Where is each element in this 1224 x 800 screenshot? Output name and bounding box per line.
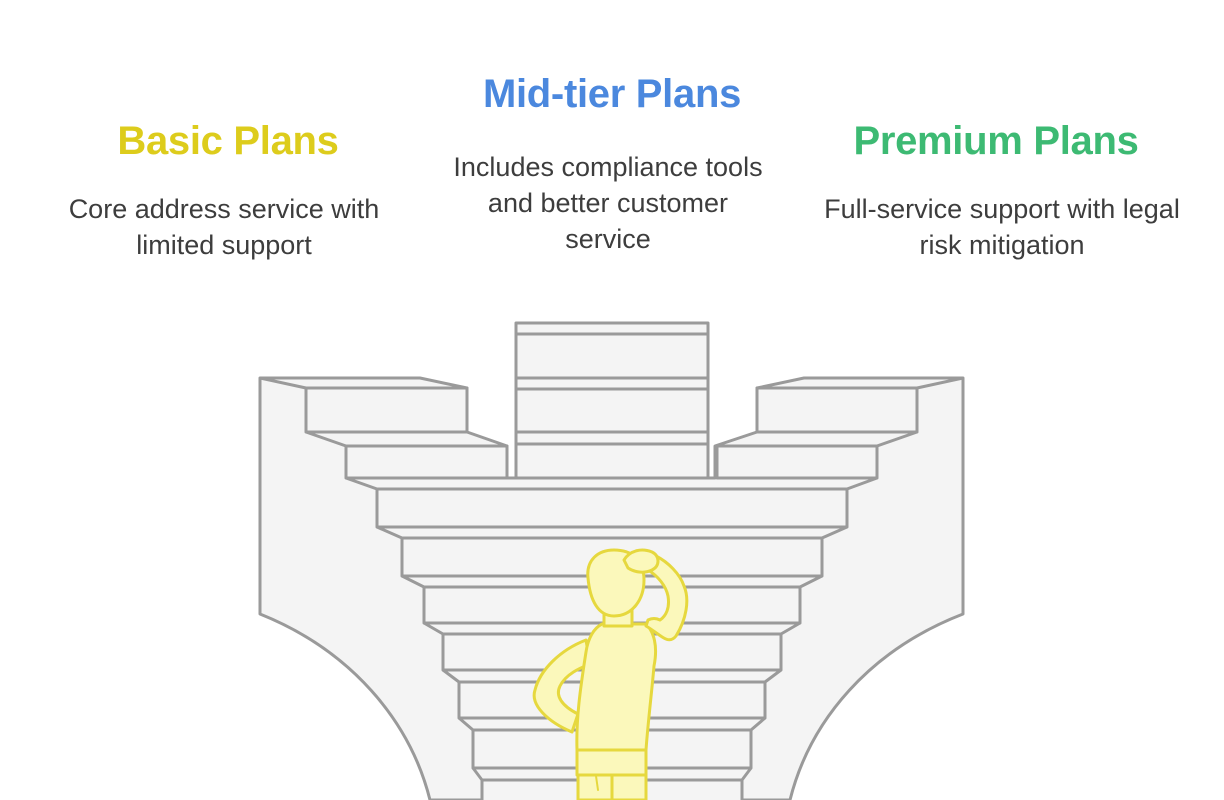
left-step-upper — [304, 386, 469, 434]
premium-plans-description: Full-service support with legal risk mit… — [824, 194, 1180, 260]
middle-tower — [514, 321, 710, 480]
right-step-lower — [715, 444, 879, 480]
basic-plans-description: Core address service with limited suppor… — [68, 194, 380, 260]
mid-tier-plans-description: Includes compliance tools and better cus… — [453, 152, 763, 254]
mid-tier-plans-title: Mid-tier Plans — [482, 72, 742, 116]
basic-plans-title: Basic Plans — [117, 119, 339, 163]
right-step-upper — [755, 386, 919, 434]
left-step-lower — [344, 444, 509, 480]
premium-plans-title: Premium Plans — [853, 119, 1139, 163]
person-scratching-head-icon — [532, 548, 689, 800]
central-step-1 — [375, 487, 849, 529]
